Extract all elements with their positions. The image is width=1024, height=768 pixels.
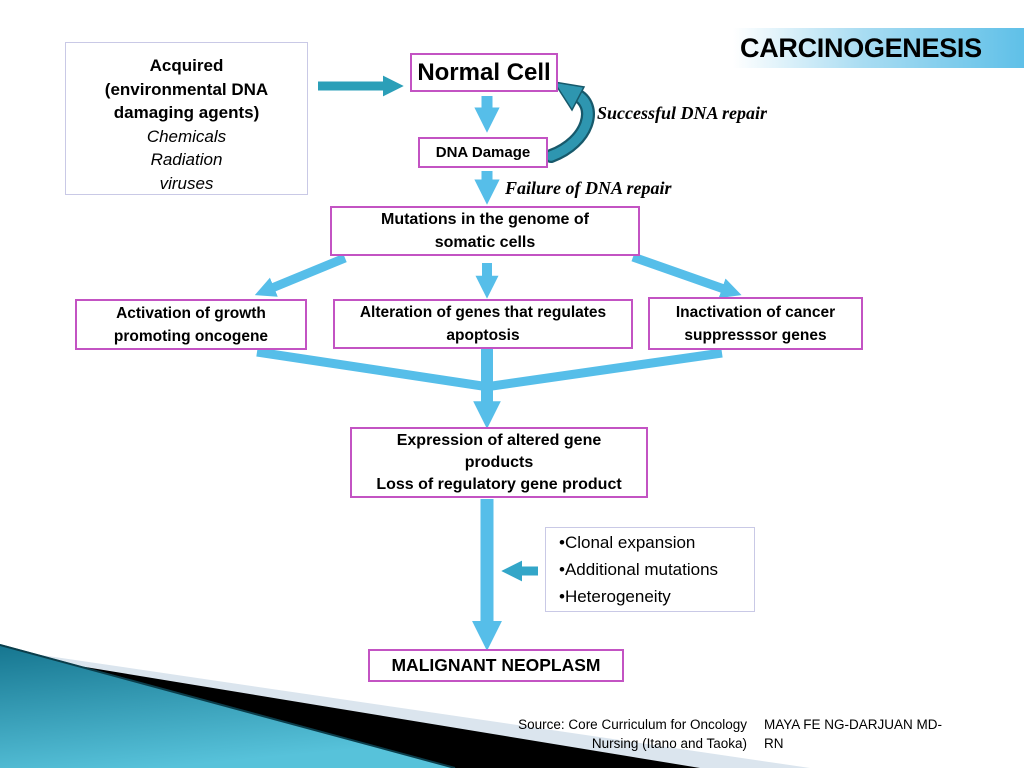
dna-damage-label: DNA Damage: [435, 144, 531, 161]
expression-line1: Expression of altered gene: [396, 431, 602, 449]
failure-repair-label: Failure of DNA repair: [505, 178, 672, 198]
acquired-line2: (environmental DNA: [104, 79, 269, 99]
apoptosis-line2: apoptosis: [446, 327, 520, 344]
acquired-line1: Acquired: [149, 56, 224, 75]
malignant-label: MALIGNANT NEOPLASM: [391, 655, 601, 675]
clonal-expansion-box: •Clonal expansion •Additional mutations …: [545, 527, 755, 612]
converge-line-right: [484, 348, 723, 392]
normal-cell-box: Normal Cell: [410, 53, 558, 92]
author-credit: MAYA FE NG-DARJUAN MD- RN: [764, 716, 984, 753]
suppressor-line2: suppresssor genes: [684, 326, 827, 344]
dna-damage-box: DNA Damage: [418, 137, 548, 168]
oncogene-activation-box: Activation of growth promoting oncogene: [75, 299, 307, 350]
arrow-mutations-to-oncogene: [254, 253, 347, 297]
acquired-line3: damaging agents): [113, 103, 260, 122]
mutations-line2: somatic cells: [434, 234, 536, 251]
acquired-viruses: viruses: [159, 173, 214, 193]
apoptosis-line1: Alteration of genes that regulates: [359, 304, 607, 321]
malignant-neoplasm-box: MALIGNANT NEOPLASM: [368, 649, 624, 682]
suppressor-line1: Inactivation of cancer: [675, 303, 836, 321]
mutations-box: Mutations in the genome of somatic cells: [330, 206, 640, 256]
title-banner: CARCINOGENESIS: [733, 28, 1024, 68]
clonal-item3: •Heterogeneity: [559, 587, 671, 606]
acquired-radiation: Radiation: [150, 150, 223, 169]
expression-line3: Loss of regulatory gene product: [376, 475, 622, 493]
acquired-chemicals: Chemicals: [146, 126, 227, 146]
credit-line2: RN: [764, 735, 784, 751]
page-title: CARCINOGENESIS: [740, 32, 982, 63]
apoptosis-alteration-box: Alteration of genes that regulates apopt…: [333, 299, 633, 349]
clonal-item1: •Clonal expansion: [559, 533, 696, 552]
oncogene-line1: Activation of growth: [116, 304, 266, 322]
expression-box: Expression of altered gene products Loss…: [350, 427, 648, 498]
oncogene-line2: promoting oncogene: [113, 327, 269, 345]
suppressor-inactivation-box: Inactivation of cancer suppresssor genes: [648, 297, 863, 350]
curved-repair-arrow: [544, 80, 595, 163]
source-line1: Source: Core Curriculum for Oncology: [518, 717, 747, 732]
mutations-line1: Mutations in the genome of: [381, 211, 589, 228]
converge-line-left: [256, 347, 490, 392]
credit-line1: MAYA FE NG-DARJUAN MD-: [764, 717, 943, 732]
source-line2: Nursing (Itano and Taoka): [591, 735, 747, 751]
arrow-mutations-to-suppressor: [631, 252, 742, 299]
normal-cell-label: Normal Cell: [417, 58, 551, 86]
successful-repair-label: Successful DNA repair: [597, 103, 768, 123]
acquired-causes-box: Acquired (environmental DNA damaging age…: [65, 42, 308, 195]
clonal-item2: •Additional mutations: [559, 560, 719, 579]
expression-line2: products: [464, 453, 534, 471]
source-citation: Source: Core Curriculum for Oncology Nur…: [495, 716, 747, 753]
